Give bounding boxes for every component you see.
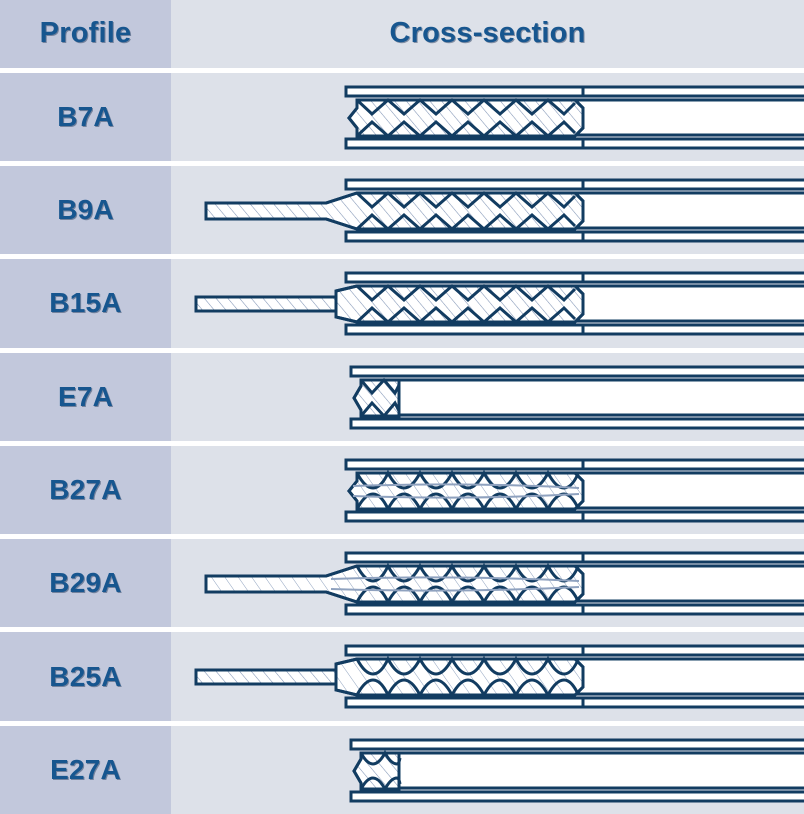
column-header-profile: Profile bbox=[0, 0, 171, 68]
profile-cell: B27A bbox=[0, 445, 171, 535]
profile-label: B27A bbox=[49, 473, 122, 505]
profile-label: E27A bbox=[50, 753, 121, 785]
column-header-cross-section-label: Cross-section bbox=[389, 17, 586, 50]
profile-cell: B29A bbox=[0, 539, 171, 628]
row-separator bbox=[0, 67, 804, 73]
profile-cell: E27A bbox=[0, 725, 171, 814]
cross-section-cell bbox=[171, 72, 804, 161]
profile-label: B15A bbox=[49, 287, 122, 319]
table-row: B9A bbox=[0, 165, 804, 255]
cross-section-drawing-e7a bbox=[171, 353, 804, 441]
cross-section-cell bbox=[171, 725, 804, 814]
profile-label: B9A bbox=[57, 194, 114, 226]
column-header-cross-section: Cross-section bbox=[171, 0, 804, 68]
column-header-profile-label: Profile bbox=[39, 17, 132, 50]
cross-section-drawing-b9a bbox=[171, 166, 804, 254]
cross-section-drawing-b27a bbox=[171, 446, 804, 534]
row-separator bbox=[0, 440, 804, 446]
row-separator bbox=[0, 254, 804, 260]
row-separator bbox=[0, 534, 804, 540]
profile-label: B25A bbox=[49, 660, 122, 692]
profile-cell: B9A bbox=[0, 165, 171, 255]
profile-label: B29A bbox=[49, 567, 122, 599]
profile-cell: B25A bbox=[0, 632, 171, 721]
cross-section-drawing-e27a bbox=[171, 726, 804, 814]
cross-section-cell bbox=[171, 165, 804, 255]
cross-section-drawing-b25a bbox=[171, 632, 804, 720]
profile-label: B7A bbox=[57, 100, 114, 132]
profile-label: E7A bbox=[57, 380, 114, 412]
table-row: B27A bbox=[0, 445, 804, 535]
cross-section-cell bbox=[171, 352, 804, 441]
cross-section-cell bbox=[171, 632, 804, 721]
row-separator bbox=[0, 347, 804, 353]
table-row: B7A bbox=[0, 72, 804, 161]
cross-section-cell bbox=[171, 445, 804, 535]
table-row: B25A bbox=[0, 632, 804, 721]
row-separator bbox=[0, 160, 804, 166]
table-row: E7A bbox=[0, 352, 804, 441]
table-row: E27A bbox=[0, 725, 804, 814]
profile-cell: E7A bbox=[0, 352, 171, 441]
cross-section-drawing-b15a bbox=[171, 259, 804, 347]
row-separator bbox=[0, 627, 804, 633]
table-row: B29A bbox=[0, 539, 804, 628]
row-separator bbox=[0, 720, 804, 726]
profile-cell: B7A bbox=[0, 72, 171, 161]
profile-cell: B15A bbox=[0, 259, 171, 348]
cross-section-cell bbox=[171, 539, 804, 628]
table-row: B15A bbox=[0, 259, 804, 348]
table-header-row: Profile Cross-section bbox=[0, 0, 804, 68]
cross-section-drawing-b7a bbox=[171, 73, 804, 161]
cross-section-drawing-b29a bbox=[171, 539, 804, 627]
cross-section-cell bbox=[171, 259, 804, 348]
